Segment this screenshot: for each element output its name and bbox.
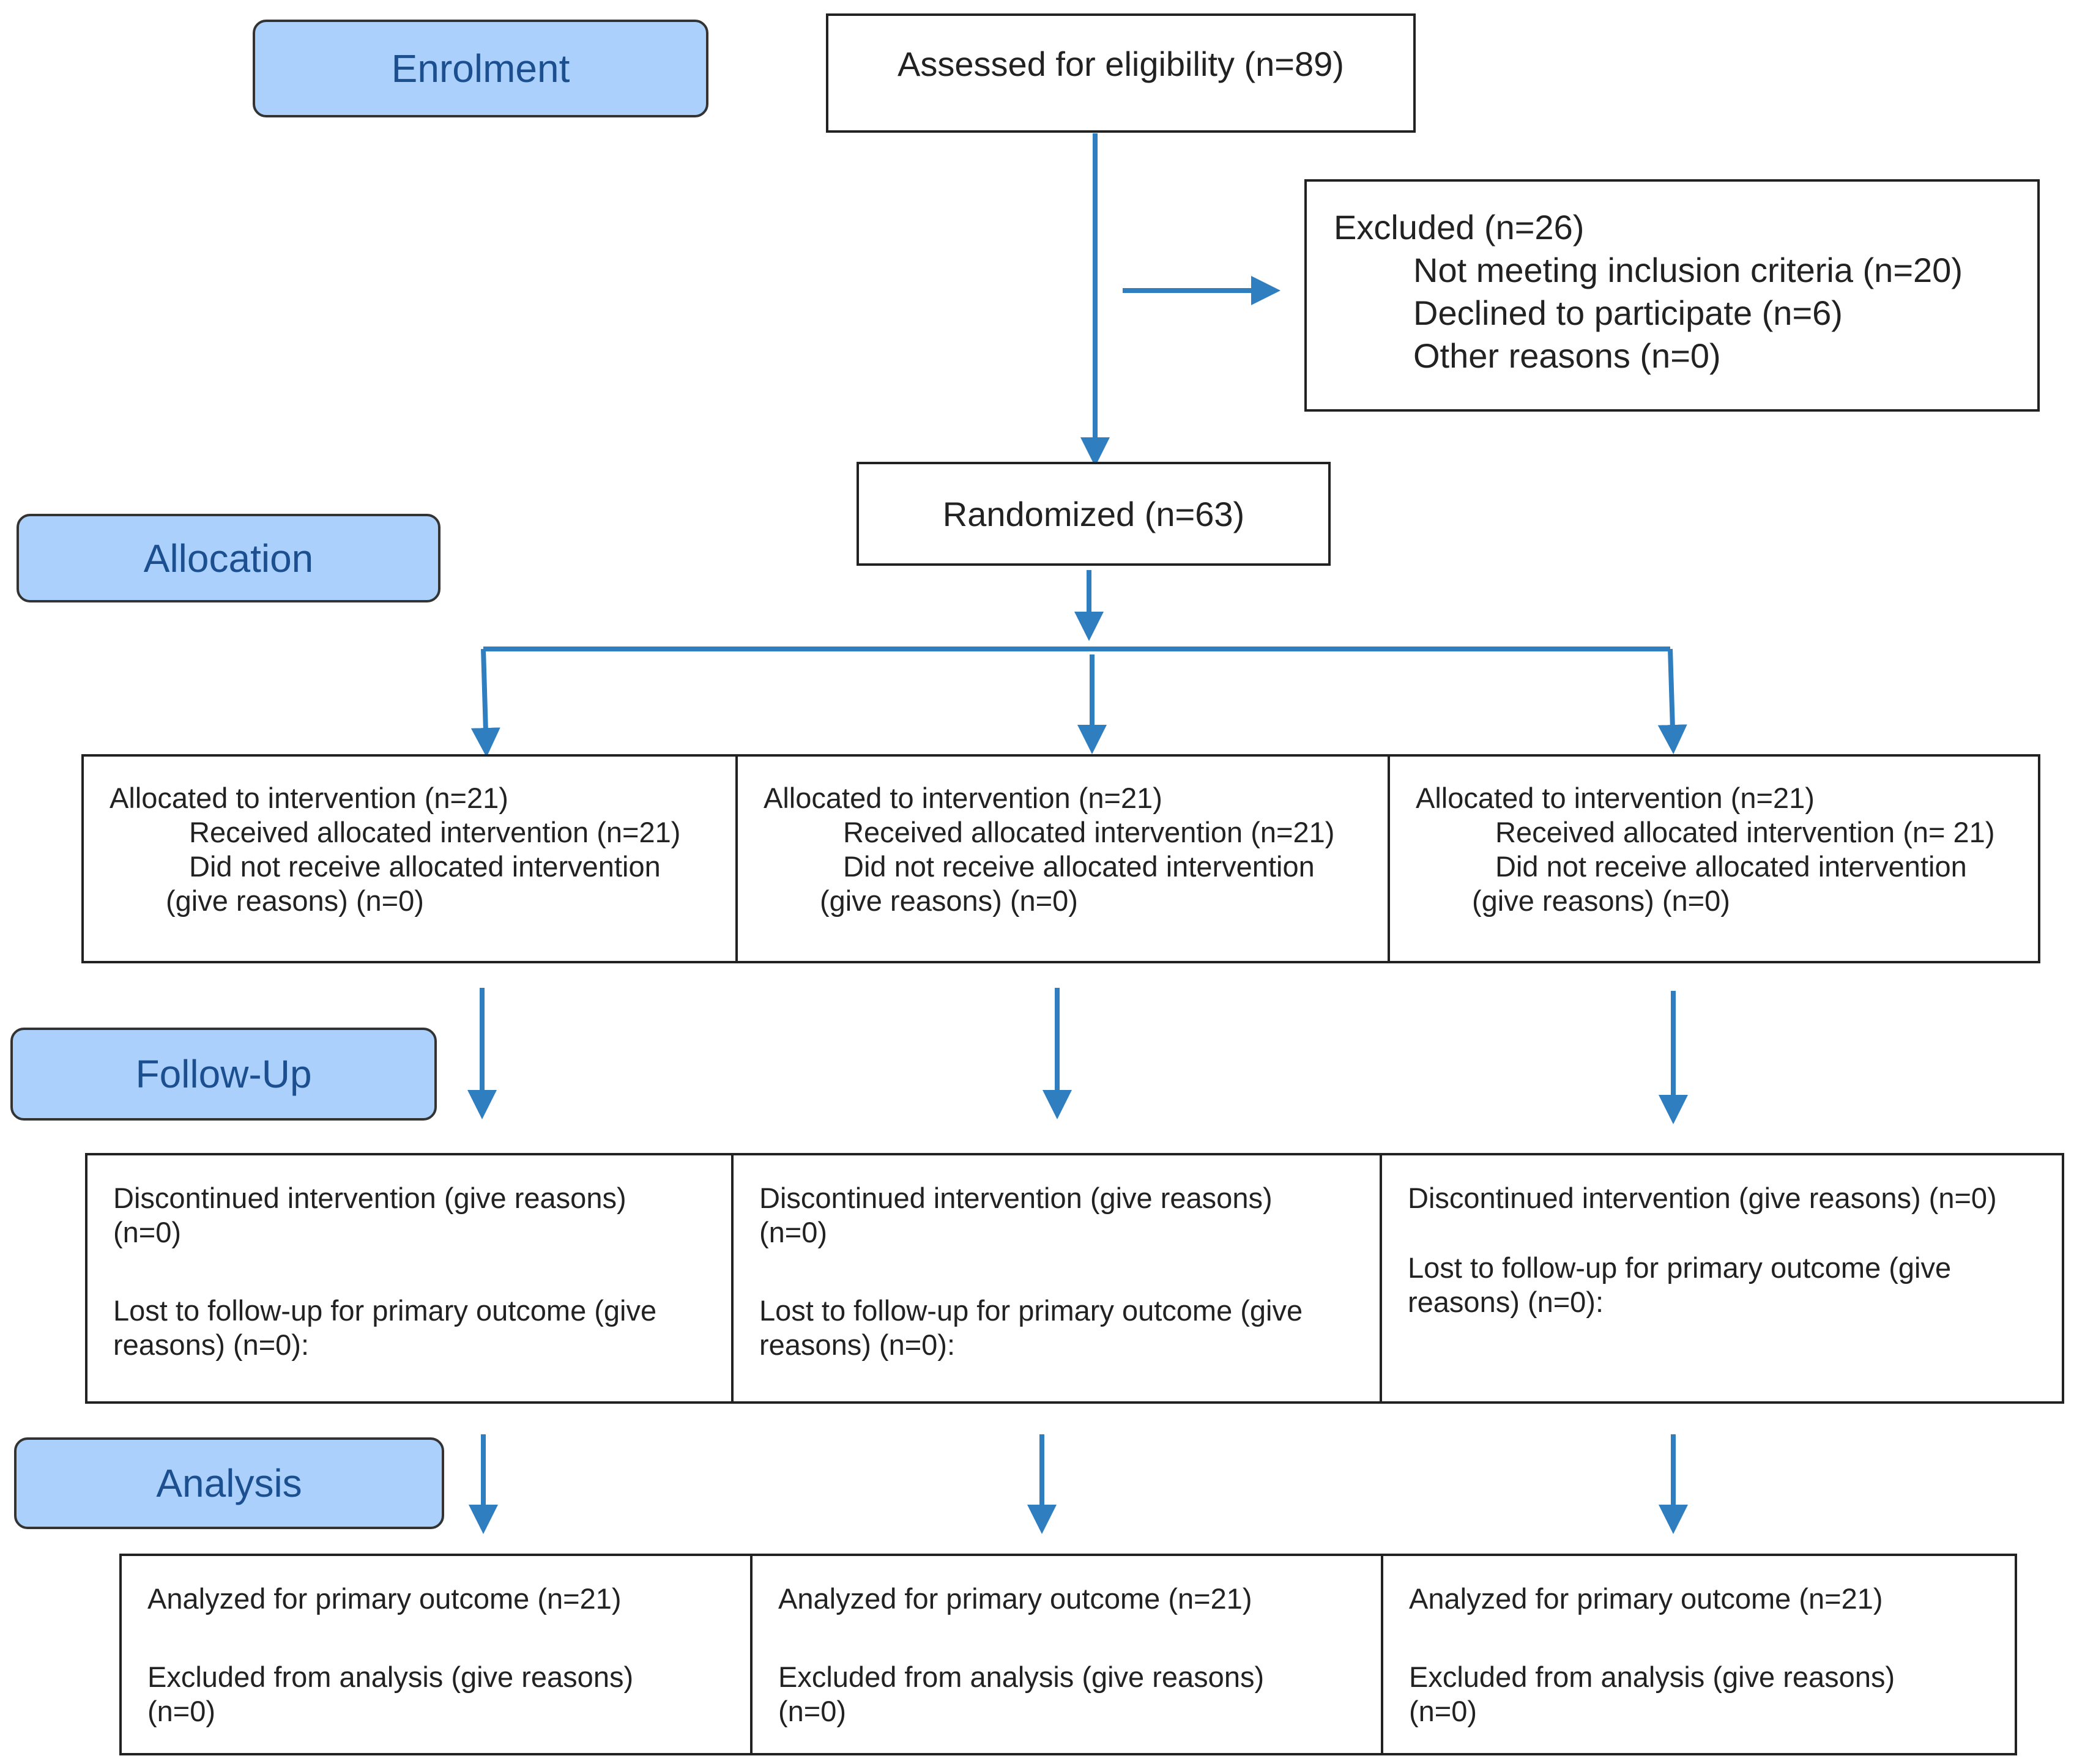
follow-up-lost: Lost to follow-up for primary outcome (g… [1408,1251,1952,1284]
stage-label-text: Follow-Up [135,1052,312,1096]
follow-up-lost-reasons: reasons) (n=0): [1408,1286,1604,1318]
stage-label-allocation: Allocation [17,514,440,602]
follow-up-lost: Lost to follow-up for primary outcome (g… [759,1294,1303,1327]
follow-up-box-3: Discontinued intervention (give reasons)… [1380,1153,2064,1404]
analysis-analyzed: Analyzed for primary outcome (n=21) [778,1582,1252,1615]
arrow-split-to-allocation-1 [470,648,500,757]
assessed-box: Assessed for eligibility (n=89) [826,13,1416,133]
stage-label-enrolment: Enrolment [253,20,708,117]
follow-up-discontinued: Discontinued intervention (give reasons) [113,1182,626,1214]
analysis-analyzed: Analyzed for primary outcome (n=21) [1409,1582,1883,1615]
follow-up-discontinued: Discontinued intervention (give reasons)… [1408,1182,1997,1214]
stage-label-follow-up: Follow-Up [10,1028,437,1121]
stage-label-text: Analysis [156,1461,302,1505]
allocation-box-1: Allocated to intervention (n=21) Receive… [81,754,738,963]
allocation-not-received-reason: (give reasons) (n=0) [166,884,424,917]
allocation-not-received: Did not receive allocated intervention [1495,850,1967,883]
follow-up-discontinued-count: (n=0) [759,1216,828,1248]
randomized-text: Randomized (n=63) [942,494,1245,533]
allocation-title: Allocated to intervention (n=21) [110,782,508,814]
allocation-not-received-reason: (give reasons) (n=0) [1472,884,1730,917]
allocation-received: Received allocated intervention (n= 21) [1495,816,1995,848]
analysis-box-3: Analyzed for primary outcome (n=21) Excl… [1381,1554,2017,1755]
follow-up-discontinued-count: (n=0) [113,1216,182,1248]
allocation-not-received: Did not receive allocated intervention [843,850,1315,883]
stage-label-analysis: Analysis [14,1437,444,1529]
analysis-excluded-count: (n=0) [1409,1695,1477,1727]
analysis-excluded: Excluded from analysis (give reasons) [778,1661,1265,1693]
stage-label-text: Allocation [143,536,314,580]
analysis-box-1: Analyzed for primary outcome (n=21) Excl… [119,1554,753,1755]
follow-up-box-1: Discontinued intervention (give reasons)… [85,1153,734,1404]
excluded-box: Excluded (n=26) Not meeting inclusion cr… [1304,179,2040,412]
allocation-received: Received allocated intervention (n=21) [843,816,1335,848]
excluded-item: Not meeting inclusion criteria (n=20) [1413,251,1963,289]
allocation-not-received: Did not receive allocated intervention [189,850,661,883]
follow-up-lost-reasons: reasons) (n=0): [113,1329,310,1361]
excluded-item: Other reasons (n=0) [1413,336,1721,375]
excluded-item: Declined to participate (n=6) [1413,294,1843,332]
allocation-box-2: Allocated to intervention (n=21) Receive… [735,754,1390,963]
follow-up-lost-reasons: reasons) (n=0): [759,1329,956,1361]
allocation-received: Received allocated intervention (n=21) [189,816,681,848]
assessed-text: Assessed for eligibility (n=89) [898,45,1344,83]
analysis-excluded-count: (n=0) [147,1695,216,1727]
allocation-box-3: Allocated to intervention (n=21) Receive… [1388,754,2040,963]
stage-label-text: Enrolment [391,46,570,91]
analysis-box-2: Analyzed for primary outcome (n=21) Excl… [750,1554,1383,1755]
allocation-title: Allocated to intervention (n=21) [764,782,1162,814]
allocation-title: Allocated to intervention (n=21) [1416,782,1815,814]
analysis-excluded: Excluded from analysis (give reasons) [1409,1661,1895,1693]
follow-up-box-2: Discontinued intervention (give reasons)… [731,1153,1382,1404]
randomized-box: Randomized (n=63) [857,462,1331,566]
analysis-excluded: Excluded from analysis (give reasons) [147,1661,634,1693]
analysis-excluded-count: (n=0) [778,1695,847,1727]
allocation-not-received-reason: (give reasons) (n=0) [820,884,1078,917]
excluded-title: Excluded (n=26) [1334,208,1585,246]
follow-up-discontinued: Discontinued intervention (give reasons) [759,1182,1273,1214]
arrow-split-to-allocation-3 [1657,648,1687,754]
analysis-analyzed: Analyzed for primary outcome (n=21) [147,1582,622,1615]
follow-up-lost: Lost to follow-up for primary outcome (g… [113,1294,657,1327]
